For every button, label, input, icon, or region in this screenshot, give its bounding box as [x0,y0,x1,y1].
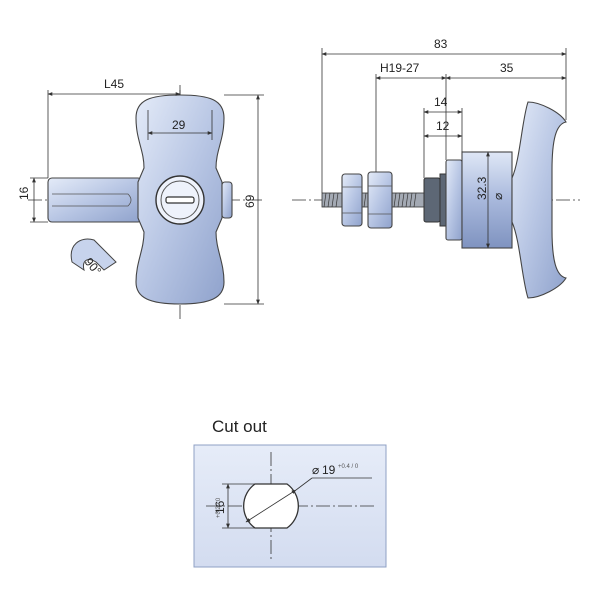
cutout-dim-16-tolerance: +0.2 / 0 [216,497,222,518]
dim-83: 83 [434,37,448,51]
cam-slot [52,193,132,207]
washer [439,173,447,227]
dim-h19-27: H19-27 [380,61,420,75]
diameter-symbol-icon: ⌀ [312,463,319,477]
nut-edge [221,181,233,219]
thread-marks [323,192,417,208]
cutout-diameter-line [245,489,297,523]
panel-nut [423,177,441,223]
dim-69: 69 [243,194,257,208]
side-view: 83 H19-27 35 14 12 ⌀ 32.3 [292,37,580,299]
cutout-dim-16: 16 [213,500,227,514]
cam-bar [47,177,143,223]
cutout-dim-19: 19 [322,463,336,477]
dim-29: 29 [172,118,186,132]
nut-inner [367,171,393,229]
cutout-view: Cut out ⌀ 19 +0.4 / 0 16 +0.2 / 0 [193,417,387,568]
flange [445,159,463,241]
rotation-arrow-icon [70,238,117,272]
dim-32-3: 32.3 [475,176,489,200]
key-slot [165,196,195,204]
cutout-diameter-leader [295,477,313,491]
cutout-dim-19-tolerance: +0.4 / 0 [338,464,359,470]
dim-16: 16 [17,186,31,200]
diameter-symbol-icon: ⌀ [491,193,505,200]
dim-l45: L45 [104,77,124,91]
dim-14: 14 [434,95,448,109]
cutout-title: Cut out [212,417,267,436]
t-handle-side [511,101,567,299]
dim-35: 35 [500,61,514,75]
front-view: 90° L45 29 16 69 [17,77,264,320]
dim-12: 12 [436,119,450,133]
lock-cylinder-inner [160,180,200,220]
nut-outer [341,173,363,227]
